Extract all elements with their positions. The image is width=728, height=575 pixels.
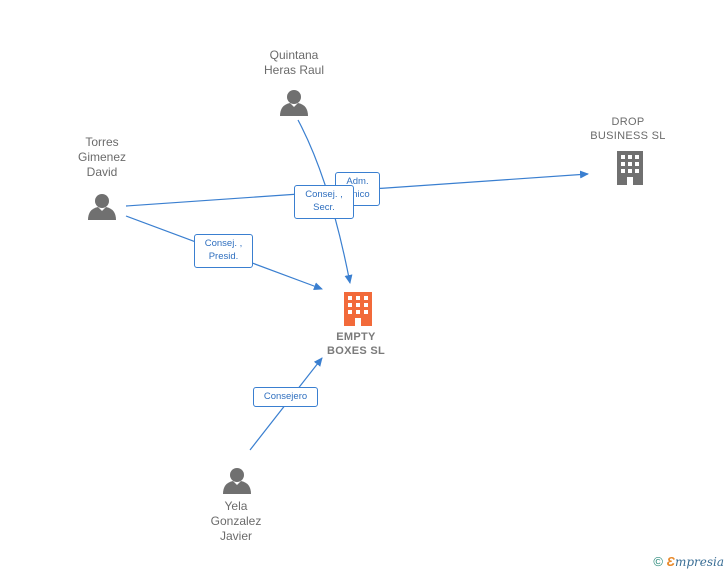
person-icon[interactable] [88,194,116,220]
copyright-icon: © [653,554,663,569]
person-icon[interactable] [223,468,251,494]
edge-label-consej-secr[interactable]: Consej. , Secr. [294,185,354,219]
brand-e: Ɛ [666,554,675,569]
focus-building-icon[interactable] [344,292,372,326]
edge-label-consejero[interactable]: Consejero [253,387,318,407]
person-icon[interactable] [280,90,308,116]
edge-label-consej-presid[interactable]: Consej. , Presid. [194,234,253,268]
node-label-torres[interactable]: Torres Gimenez David [77,135,127,179]
node-label-quintana[interactable]: Quintana Heras Raul [263,48,325,77]
edge-label-adm[interactable]: Adm. Único [335,172,380,206]
brand-text: mpresia [674,555,724,569]
brand-logo: © Ɛmpresia [653,554,724,569]
node-label-drop[interactable]: DROP BUSINESS SL [590,116,666,142]
node-label-yela[interactable]: Yela Gonzalez Javier [210,499,262,543]
building-icon[interactable] [617,151,643,185]
node-label-empty[interactable]: EMPTY BOXES SL [326,331,386,357]
